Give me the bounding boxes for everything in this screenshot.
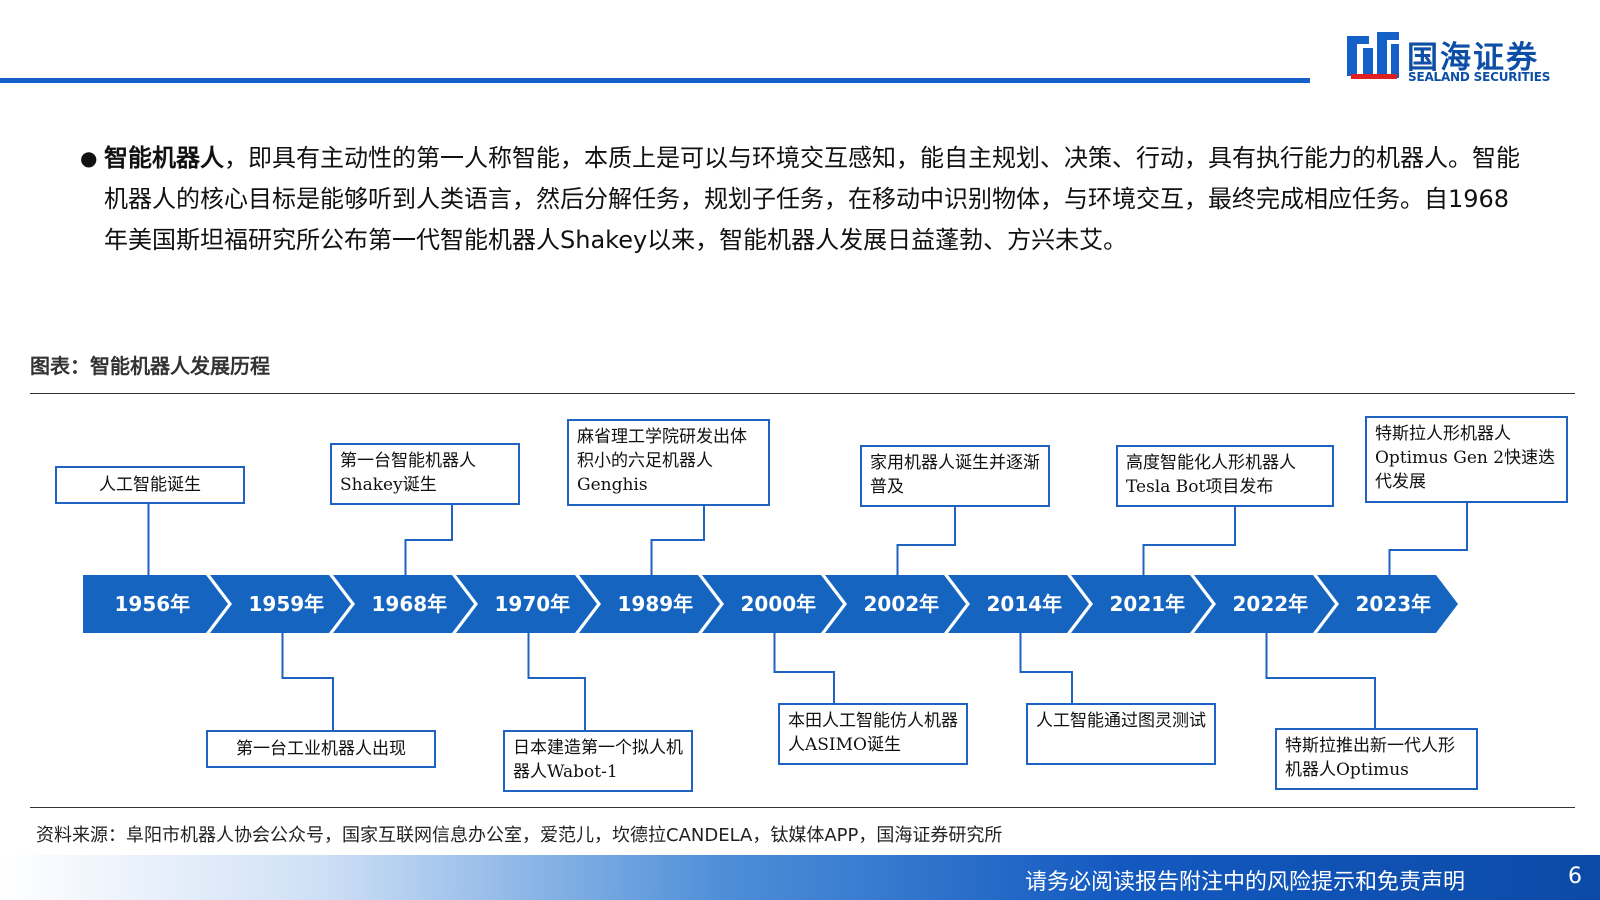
timeline-event-box: 第一台智能机器人Shakey诞生 xyxy=(330,443,520,505)
sealand-logo-icon xyxy=(1347,32,1399,79)
figure-title-rule xyxy=(30,393,1575,394)
timeline-chevron xyxy=(1194,575,1335,633)
timeline-year-label: 1956年 xyxy=(114,592,191,616)
timeline-event-box: 高度智能化人形机器人Tesla Bot项目发布 xyxy=(1116,445,1334,507)
page-number: 6 xyxy=(1568,864,1582,889)
timeline-connector xyxy=(527,633,586,730)
source-note: 资料来源：阜阳市机器人协会公众号，国家互联网信息办公室，爱范儿，坎德拉CANDE… xyxy=(36,825,1003,846)
timeline-chevron xyxy=(456,575,597,633)
timeline-chevron xyxy=(702,575,843,633)
timeline-chevron xyxy=(1071,575,1212,633)
timeline-event-box: 特斯拉人形机器人Optimus Gen 2快速迭代发展 xyxy=(1365,416,1568,503)
timeline-year-label: 1989年 xyxy=(617,592,694,616)
timeline-chevron xyxy=(579,575,720,633)
timeline-chevron xyxy=(83,575,228,633)
timeline-event-box: 日本建造第一个拟人机器人Wabot-1 xyxy=(503,730,693,792)
timeline-year-label: 1970年 xyxy=(494,592,571,616)
intro-bold-lead: 智能机器人 xyxy=(104,144,224,172)
timeline-year-label: 2021年 xyxy=(1109,592,1186,616)
timeline-connector xyxy=(1388,503,1468,575)
header-rule xyxy=(0,78,1310,83)
logo-english-name: SEALAND SECURITIES xyxy=(1408,70,1551,84)
timeline-year-label: 1959年 xyxy=(248,592,325,616)
figure-title: 图表：智能机器人发展历程 xyxy=(30,354,270,378)
timeline-year-label: 2014年 xyxy=(986,592,1063,616)
timeline-event-box: 家用机器人诞生并逐渐普及 xyxy=(860,445,1050,507)
footer-bar: 请务必阅读报告附注中的风险提示和免责声明 6 xyxy=(0,855,1600,900)
timeline-chevron xyxy=(333,575,474,633)
logo-chinese-name: 国海证券 xyxy=(1407,40,1539,76)
timeline-chevron xyxy=(825,575,966,633)
footer-disclaimer: 请务必阅读报告附注中的风险提示和免责声明 xyxy=(1025,870,1466,895)
timeline-event-box: 人工智能诞生 xyxy=(55,466,245,504)
timeline-year-label: 2022年 xyxy=(1232,592,1309,616)
timeline-connector xyxy=(773,633,835,703)
timeline-event-box: 麻省理工学院研发出体积小的六足机器人Genghis xyxy=(567,419,770,506)
timeline-event-box: 人工智能通过图灵测试 xyxy=(1026,703,1216,765)
timeline-connector xyxy=(1142,507,1236,575)
timeline-connector xyxy=(281,633,334,730)
timeline-connector xyxy=(1019,633,1073,703)
source-rule xyxy=(30,807,1575,808)
timeline-year-label: 1968年 xyxy=(371,592,448,616)
timeline-connector xyxy=(404,505,453,575)
timeline-connector xyxy=(650,506,705,575)
timeline-event-box: 本田人工智能仿人机器人ASIMO诞生 xyxy=(778,703,968,765)
timeline-connector xyxy=(1265,633,1376,728)
timeline-event-box: 特斯拉推出新一代人形机器人Optimus xyxy=(1275,728,1478,790)
sealand-logo: 国海证券 SEALAND SECURITIES xyxy=(1345,30,1575,90)
timeline-chevron xyxy=(948,575,1089,633)
timeline-year-label: 2000年 xyxy=(740,592,817,616)
timeline-year-label: 2023年 xyxy=(1355,592,1432,616)
timeline-connector xyxy=(896,507,956,575)
timeline-chevron xyxy=(1317,575,1458,633)
intro-body: ，即具有主动性的第一人称智能，本质上是可以与环境交互感知，能自主规划、决策、行动… xyxy=(104,144,1520,254)
timeline-event-box: 第一台工业机器人出现 xyxy=(206,730,436,768)
bullet-dot-icon: ● xyxy=(80,146,98,170)
intro-paragraph: 智能机器人，即具有主动性的第一人称智能，本质上是可以与环境交互感知，能自主规划、… xyxy=(104,138,1530,261)
timeline-chevron xyxy=(210,575,351,633)
timeline-year-label: 2002年 xyxy=(863,592,940,616)
